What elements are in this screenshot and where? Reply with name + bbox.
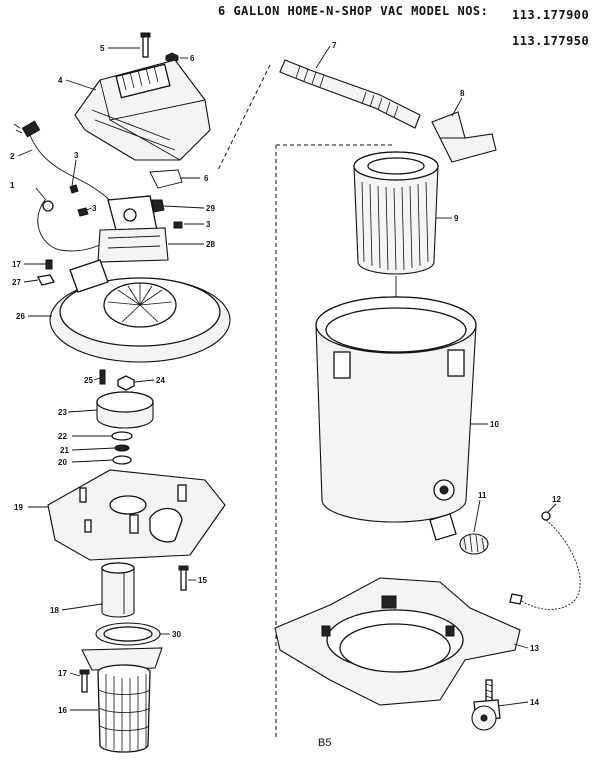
part-clip-6-side: [149, 169, 183, 189]
page-label: B5: [318, 737, 331, 749]
diagram-title: 6 GALLON HOME-N-SHOP VAC MODEL NOS:: [218, 4, 489, 18]
callout-23: 23: [58, 408, 67, 417]
callout-18: 18: [50, 606, 59, 615]
callout-11: 11: [478, 491, 487, 500]
model-number-2: 113.177950: [512, 34, 590, 48]
leader-lines: [17, 45, 557, 711]
part-screw-17-upper: [45, 259, 53, 270]
callout-26: 26: [16, 312, 25, 321]
callout-3-upper: 3: [74, 151, 79, 160]
part-nut-24: [117, 375, 135, 391]
callout-9: 9: [454, 214, 459, 223]
part-washer-20: [112, 455, 132, 465]
part-spacer-21: [114, 444, 130, 452]
part-screw-25: [99, 369, 106, 385]
callout-25: 25: [84, 376, 93, 385]
model-number-1: 113.177900: [512, 8, 590, 22]
part-gasket-30: [95, 622, 161, 646]
part-lid-19: [47, 469, 226, 561]
part-hose-7: [279, 59, 421, 129]
callout-5: 5: [100, 44, 105, 53]
callout-2: 2: [10, 152, 15, 161]
part-float-cage-16: [81, 647, 163, 753]
callout-15: 15: [198, 576, 207, 585]
assembly-dashed-line: [217, 64, 392, 738]
part-tank-10: [315, 296, 477, 523]
part-chain-12: [509, 511, 581, 610]
callout-21: 21: [60, 446, 69, 455]
callout-24: 24: [156, 376, 165, 385]
part-screw-3a: [69, 184, 79, 194]
callout-6-top: 6: [190, 54, 195, 63]
callout-3-middle: 3: [92, 204, 97, 213]
part-nozzle-8: [431, 111, 497, 163]
callout-4: 4: [58, 76, 63, 85]
callout-7: 7: [332, 41, 337, 50]
callout-29: 29: [206, 204, 215, 213]
part-dolly-13: [274, 577, 521, 706]
part-fan-23: [96, 391, 154, 429]
callout-19: 19: [14, 503, 23, 512]
callout-17-upper: 17: [12, 260, 21, 269]
part-filter-9: [353, 151, 439, 275]
callout-3-right: 3: [206, 220, 211, 229]
part-motor-cover-4: [74, 59, 211, 161]
part-clip-27: [37, 274, 55, 286]
callout-14: 14: [530, 698, 539, 707]
callout-27: 27: [12, 278, 21, 287]
callout-13: 13: [530, 644, 539, 653]
part-screw-5: [140, 32, 151, 58]
callout-28: 28: [206, 240, 215, 249]
part-screw-3b: [77, 207, 89, 217]
callout-22: 22: [58, 432, 67, 441]
callout-10: 10: [490, 420, 499, 429]
part-washer-22: [111, 431, 133, 441]
callout-17-lower: 17: [58, 669, 67, 678]
callout-16: 16: [58, 706, 67, 715]
callout-30: 30: [172, 630, 181, 639]
callout-6-side: 6: [204, 174, 209, 183]
part-sleeve-18: [101, 562, 135, 618]
part-caster-14: [471, 679, 501, 731]
part-screw-3c: [173, 221, 183, 229]
callout-1: 1: [10, 181, 15, 190]
part-drain-cap-11: [429, 513, 489, 555]
callout-12: 12: [552, 495, 561, 504]
part-screw-17-lower: [79, 669, 90, 693]
part-motor-28: [97, 227, 169, 263]
callout-20: 20: [58, 458, 67, 467]
part-screw-15: [178, 565, 189, 591]
callout-8: 8: [460, 89, 465, 98]
part-motor-housing-26: [49, 259, 231, 363]
